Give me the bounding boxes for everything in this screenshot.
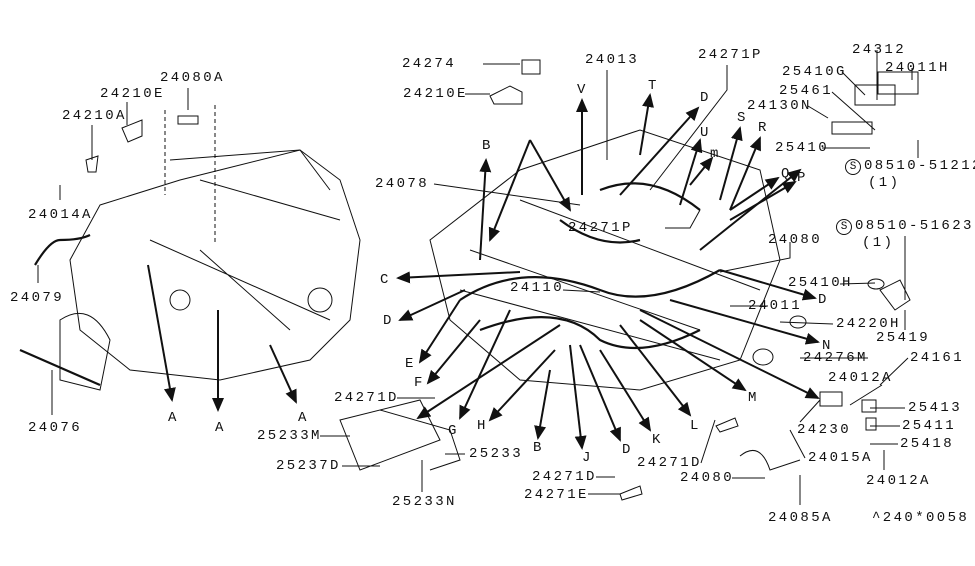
- part-label: 24012A: [866, 473, 931, 489]
- part-label: 24271P: [568, 220, 633, 236]
- harness-wires: [19, 182, 721, 387]
- part-label: 24161: [910, 350, 965, 366]
- part-label: 24130N: [747, 98, 812, 114]
- part-label: 25413: [908, 400, 963, 416]
- part-label: 25233: [469, 446, 524, 462]
- part-label: 25410H: [788, 275, 853, 291]
- part-label: 24076: [28, 420, 83, 436]
- part-label: 24013: [585, 52, 640, 68]
- part-label: 24080: [680, 470, 735, 486]
- part-label: 24085A: [768, 510, 833, 526]
- part-label: 24220H: [836, 316, 901, 332]
- arrow-letter: A: [168, 410, 177, 426]
- part-label: 24078: [375, 176, 430, 192]
- arrow-letter: G: [448, 423, 457, 439]
- arrow-letter: R: [758, 120, 767, 136]
- arrow-letter: B: [482, 138, 491, 154]
- part-label: 24080: [768, 232, 823, 248]
- part-label: 24110: [510, 280, 565, 296]
- standard-part-qty: (1): [862, 235, 895, 251]
- arrow-letter: P: [797, 170, 806, 186]
- part-label: 24011: [748, 298, 803, 314]
- arrow-letter: D: [383, 313, 392, 329]
- standard-symbol-icon: S: [836, 219, 852, 235]
- arrow-letter: V: [577, 82, 586, 98]
- standard-part-number: 08510-51212: [864, 158, 975, 174]
- part-label: 25410: [775, 140, 830, 156]
- arrow-letter: B: [533, 440, 542, 456]
- part-label: 25233N: [392, 494, 457, 510]
- part-label: 25410G: [782, 64, 847, 80]
- arrow-letter: J: [582, 450, 591, 466]
- part-label: 24210E: [100, 86, 165, 102]
- part-label: 24210A: [62, 108, 127, 124]
- arrow-letter: M: [748, 390, 757, 406]
- arrow-letter: U: [700, 125, 709, 141]
- arrow-letter: Q: [781, 166, 790, 182]
- part-label: 24080A: [160, 70, 225, 86]
- part-label: 24230: [797, 422, 852, 438]
- leader-lines: [37, 50, 919, 505]
- part-label: 25419: [876, 330, 931, 346]
- arrow-letter: F: [414, 375, 423, 391]
- arrow-letter: K: [652, 432, 661, 448]
- arrow-letter: m: [710, 146, 719, 162]
- part-label: 24079: [10, 290, 65, 306]
- diagram-code: ^240*0058: [872, 510, 970, 526]
- part-label: 24312: [852, 42, 907, 58]
- engine-outline: [59, 129, 781, 391]
- part-label: 24210E: [403, 86, 468, 102]
- part-label: 24276M: [803, 350, 868, 366]
- part-label: 25411: [902, 418, 957, 434]
- standard-symbol-icon: S: [845, 159, 861, 175]
- part-label: 24012A: [828, 370, 893, 386]
- part-label: 24271E: [524, 487, 589, 503]
- arrow-letter: S: [737, 110, 746, 126]
- component-sketches: [85, 59, 919, 501]
- standard-part-number: 08510-51623: [855, 218, 974, 234]
- part-label: 24271D: [334, 390, 399, 406]
- part-label: 24015A: [808, 450, 873, 466]
- arrow-letter: A: [298, 410, 307, 426]
- part-label: 24011H: [885, 60, 950, 76]
- part-label: 24014A: [28, 207, 93, 223]
- part-label: 25461: [779, 83, 834, 99]
- part-label: 25237D: [276, 458, 341, 474]
- part-label: 24271D: [532, 469, 597, 485]
- part-label: 25418: [900, 436, 955, 452]
- arrow-letter: C: [380, 272, 389, 288]
- arrow-letter: E: [405, 356, 414, 372]
- arrow-letter: A: [215, 420, 224, 436]
- arrow-letter: D: [818, 292, 827, 308]
- arrow-letter: H: [477, 418, 486, 434]
- arrow-letter: N: [822, 338, 831, 354]
- standard-part-qty: (1): [868, 175, 901, 191]
- arrow-letter: L: [690, 418, 699, 434]
- part-label: 25233M: [257, 428, 322, 444]
- arrow-letter: T: [648, 78, 657, 94]
- part-label: 24271P: [698, 47, 763, 63]
- part-label: 24274: [402, 56, 457, 72]
- arrow-letter: D: [622, 442, 631, 458]
- part-label: 24271D: [637, 455, 702, 471]
- reference-arrows: [147, 93, 820, 450]
- arrow-letter: D: [700, 90, 709, 106]
